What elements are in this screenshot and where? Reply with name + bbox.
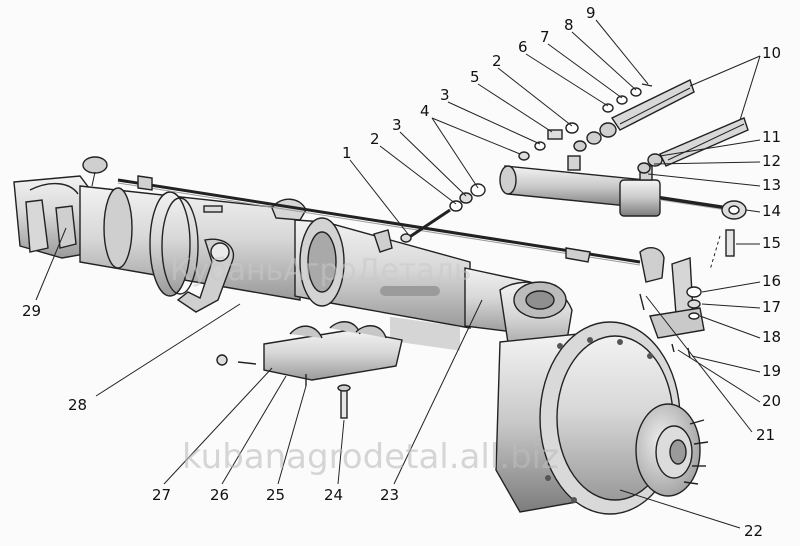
- callout-24: 24: [324, 486, 343, 504]
- callout-28: 28: [68, 396, 87, 414]
- callout-17: 17: [762, 298, 781, 316]
- steering-arm-bracket: [639, 229, 735, 359]
- callout-10: 10: [762, 44, 781, 62]
- callout-14: 14: [762, 202, 781, 220]
- watermark-bottom: kubanagrodetal.all.biz: [182, 437, 559, 477]
- callout-26: 26: [210, 486, 229, 504]
- callout-5: 5: [470, 68, 480, 86]
- callout-25: 25: [266, 486, 285, 504]
- callout-19: 19: [762, 362, 781, 380]
- callout-29: 29: [22, 302, 41, 320]
- callout-1: 1: [342, 144, 352, 162]
- callout-16: 16: [762, 272, 781, 290]
- tie-rod: [117, 175, 641, 266]
- callout-9: 9: [586, 4, 596, 22]
- callout-labels: 1 2 2 3 3 4 5 6 7 8 9 10 11 12 13 14 15 …: [22, 4, 781, 540]
- callout-2a: 2: [370, 130, 380, 148]
- callout-23: 23: [380, 486, 399, 504]
- callout-20: 20: [762, 392, 781, 410]
- ball-pin-parts: [400, 183, 486, 243]
- watermark-top: КубаньАгроДеталь: [170, 253, 472, 288]
- callout-15: 15: [762, 234, 781, 252]
- hydraulic-hoses: [518, 79, 749, 174]
- callout-13: 13: [762, 176, 781, 194]
- callout-21: 21: [756, 426, 775, 444]
- callout-27: 27: [152, 486, 171, 504]
- callout-11: 11: [762, 128, 781, 146]
- callout-18: 18: [762, 328, 781, 346]
- callout-8: 8: [564, 16, 574, 34]
- callout-3a: 3: [392, 116, 402, 134]
- final-drive: [495, 281, 709, 515]
- callout-7: 7: [540, 28, 550, 46]
- callout-2b: 2: [492, 52, 502, 70]
- callout-22: 22: [744, 522, 763, 540]
- steering-cylinder: [499, 155, 747, 220]
- callout-4: 4: [420, 102, 430, 120]
- leader-lines: [35, 19, 761, 529]
- callout-3b: 3: [440, 86, 450, 104]
- support-plate: [216, 321, 403, 419]
- callout-6: 6: [518, 38, 528, 56]
- callout-12: 12: [762, 152, 781, 170]
